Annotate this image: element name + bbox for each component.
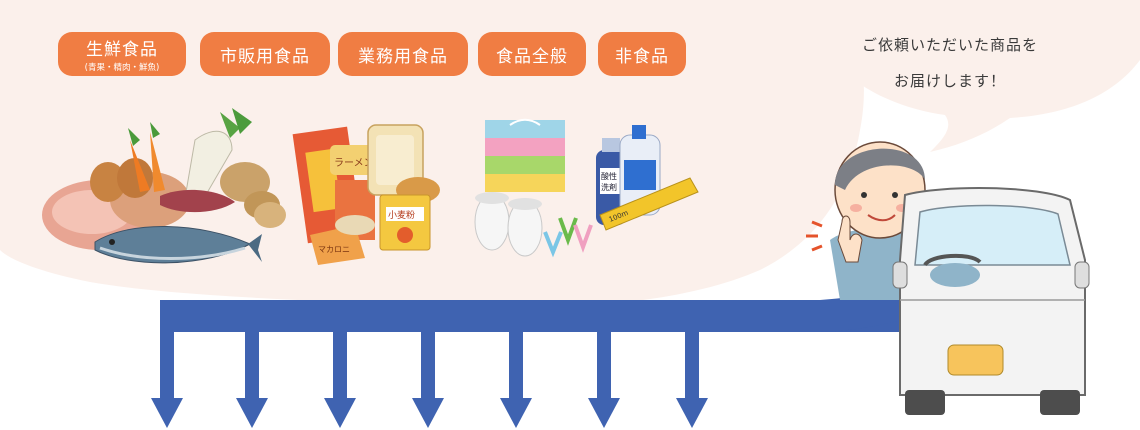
produce-meat-fish-illustration	[42, 108, 286, 264]
detergent-label-2: 洗剤	[601, 182, 617, 192]
category-general-food-label: 食品全般	[496, 46, 568, 67]
daily-goods-illustration: 酸性 洗剤 100m	[474, 118, 699, 258]
delivery-arrows	[151, 280, 940, 428]
left-bubble	[0, 0, 864, 308]
category-commercial-food: 業務用食品	[338, 32, 468, 76]
category-non-food-label: 非食品	[615, 46, 669, 67]
category-fresh-food-sub: (青果・精肉・鮮魚)	[84, 63, 160, 73]
driver-illustration	[806, 141, 926, 300]
packaged-food-illustration: ラーメン 小麦粉 マカロニ	[292, 124, 440, 265]
category-retail-food-label: 市販用食品	[220, 46, 310, 67]
category-non-food: 非食品	[598, 32, 686, 76]
flour-label: 小麦粉	[388, 209, 415, 221]
category-commercial-food-label: 業務用食品	[358, 46, 448, 67]
delivery-van-illustration	[892, 187, 1090, 415]
macaroni-label: マカロニ	[318, 245, 350, 254]
ramen-label: ラーメン	[334, 157, 374, 169]
speech-line-2: お届けします！	[893, 72, 1006, 90]
category-fresh-food-label: 生鮮食品	[86, 40, 158, 60]
speech-line-1: ご依頼いただいた商品を	[861, 36, 1038, 54]
category-fresh-food: 生鮮食品 (青果・精肉・鮮魚)	[58, 32, 186, 76]
category-general-food: 食品全般	[478, 32, 586, 76]
detergent-label-1: 酸性	[601, 171, 617, 181]
category-retail-food: 市販用食品	[200, 32, 330, 76]
right-bubble	[830, 0, 1140, 152]
